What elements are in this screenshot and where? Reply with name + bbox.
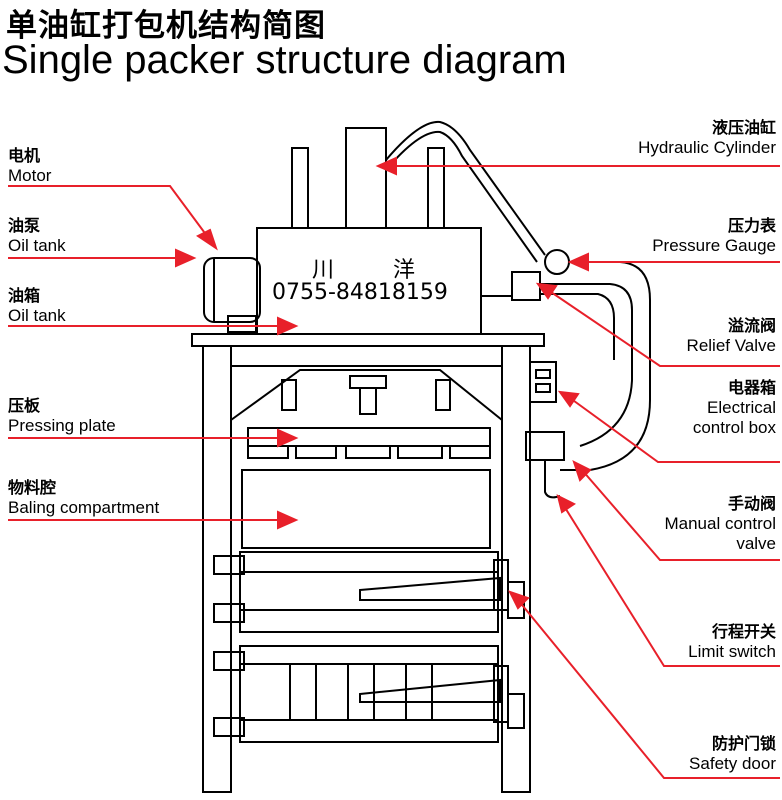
label-oil-tank: 油箱 Oil tank [8, 286, 66, 326]
safety-door-upper [239, 551, 499, 633]
label-cn: 液压油缸 [711, 118, 776, 137]
label-en: Hydraulic Cylinder [638, 138, 776, 157]
frame-column-right [501, 345, 531, 793]
label-en: Motor [8, 166, 52, 185]
label-en: Oil tank [8, 236, 66, 255]
label-cn: 行程开关 [711, 622, 776, 641]
label-oil-pump: 油泵 Oil tank [8, 216, 66, 256]
label-cn: 物料腔 [8, 478, 57, 497]
label-hydraulic-cylinder: 液压油缸 Hydraulic Cylinder [638, 118, 776, 158]
label-en: Electrical control box [692, 398, 776, 437]
label-cn: 溢流阀 [727, 316, 776, 335]
pressure-gauge [544, 249, 570, 275]
label-safety-door: 防护门锁 Safety door [689, 734, 776, 774]
title-chinese: 单油缸打包机结构简图 [6, 8, 326, 44]
label-en: Pressing plate [8, 416, 116, 435]
label-en: Limit switch [688, 642, 776, 661]
label-cn: 压板 [8, 396, 41, 415]
label-en: Baling compartment [8, 498, 160, 517]
manual-control-valve [525, 431, 565, 461]
brand-name: 川 洋 [312, 258, 441, 283]
label-cn: 油泵 [8, 216, 41, 235]
label-en: Manual control valve [664, 514, 776, 553]
label-cn: 油箱 [8, 286, 41, 305]
label-en: Oil tank [8, 306, 66, 325]
label-limit-switch: 行程开关 Limit switch [688, 622, 776, 662]
label-en: Safety door [689, 754, 776, 773]
label-cn: 防护门锁 [711, 734, 776, 753]
label-cn: 电器箱 [727, 378, 776, 397]
label-relief-valve: 溢流阀 Relief Valve [687, 316, 776, 356]
label-en: Pressure Gauge [652, 236, 776, 255]
label-cn: 手动阀 [727, 494, 776, 513]
label-pressure-gauge: 压力表 Pressure Gauge [652, 216, 776, 256]
label-manual-control-valve: 手动阀 Manual control valve [626, 494, 776, 554]
cylinder-rod-right [427, 147, 445, 229]
label-motor: 电机 Motor [8, 146, 51, 186]
title-english: Single packer structure diagram [2, 38, 567, 82]
cylinder-body [345, 127, 387, 229]
motor [203, 257, 261, 323]
label-pressing-plate: 压板 Pressing plate [8, 396, 116, 436]
cylinder-rod-left [291, 147, 309, 229]
label-cn: 压力表 [727, 216, 776, 235]
electrical-control-box [529, 361, 557, 403]
phone-number: 0755-84818159 [272, 280, 448, 305]
label-en: Relief Valve [686, 336, 776, 355]
frame-top-plate [191, 333, 545, 347]
label-cn: 电机 [8, 146, 41, 165]
label-electrical-control-box: 电器箱 Electrical control box [676, 378, 776, 438]
relief-valve [511, 271, 541, 301]
frame-column-left [202, 345, 232, 793]
label-baling-compartment: 物料腔 Baling compartment [8, 478, 159, 518]
baling-compartment [241, 469, 491, 549]
safety-door-lower [239, 645, 499, 743]
